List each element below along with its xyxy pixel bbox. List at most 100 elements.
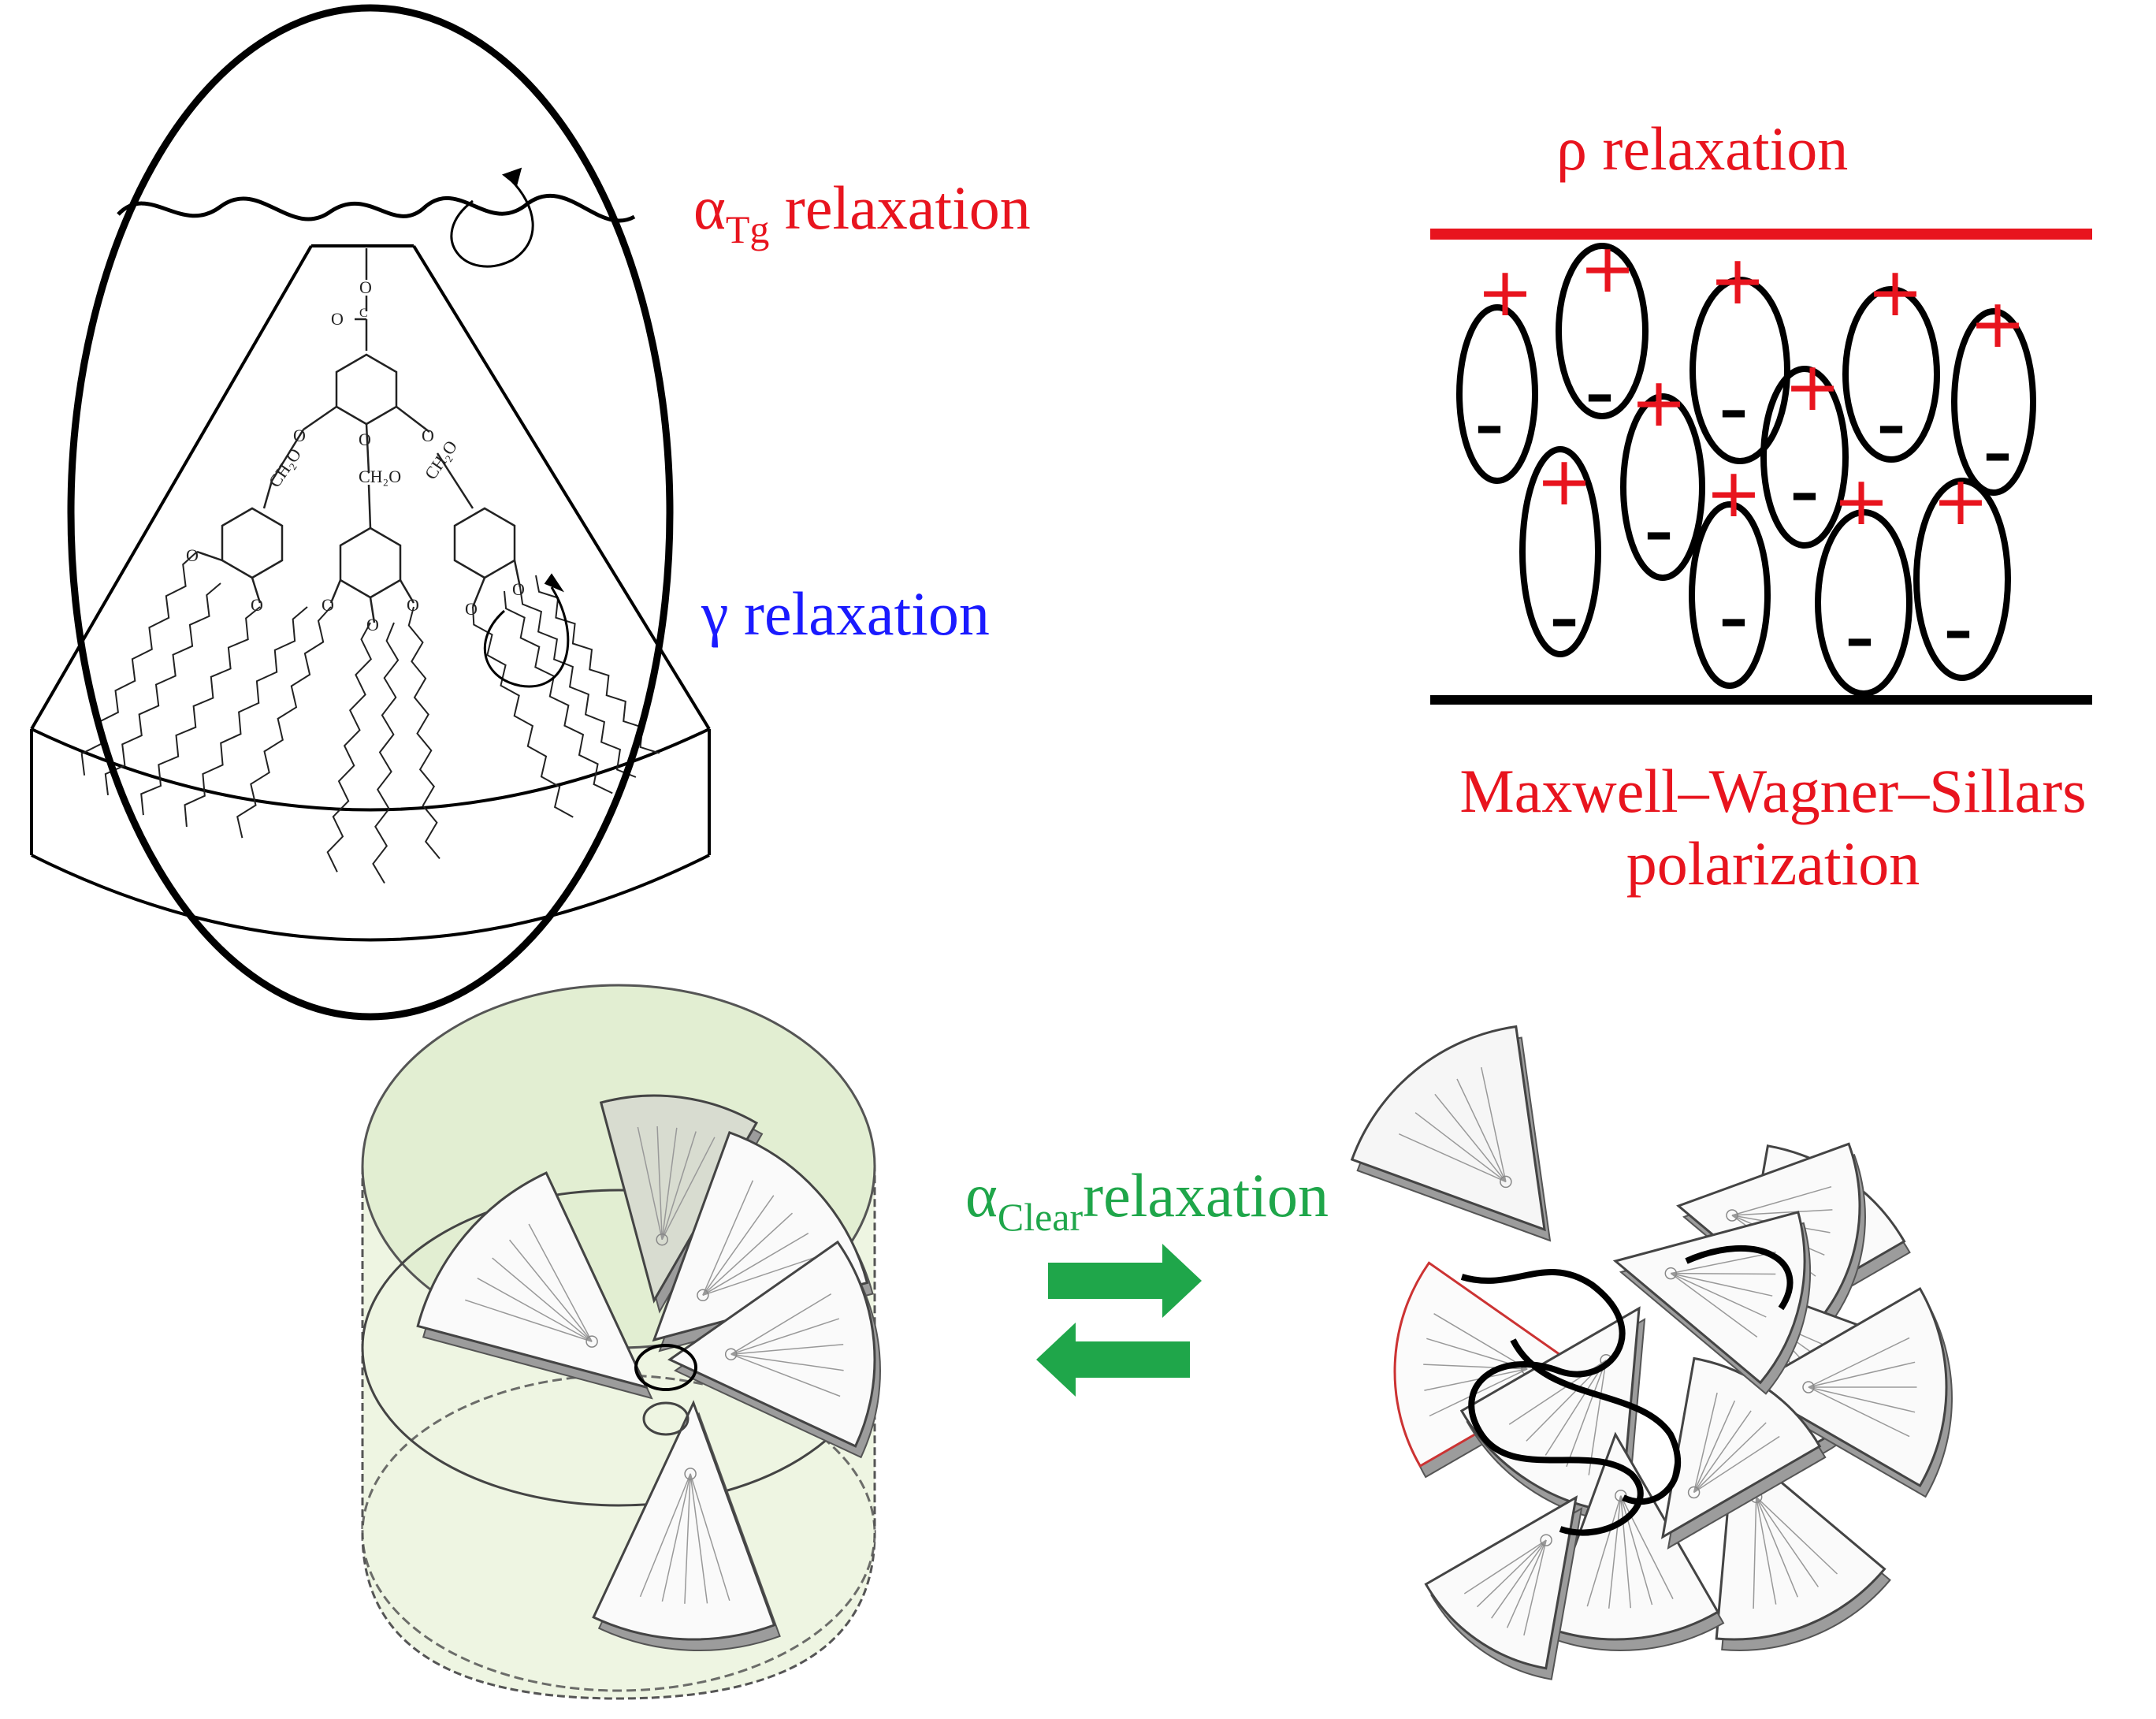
wedge-chain xyxy=(730,1353,841,1397)
dipole-ellipse xyxy=(1519,446,1601,657)
wedge-face xyxy=(592,1400,776,1641)
wedge-chain xyxy=(702,1212,794,1296)
wedge-face xyxy=(667,1240,876,1448)
dipole: +– xyxy=(1815,462,1913,697)
core-ring-lower xyxy=(642,1401,690,1436)
dendron-wedge xyxy=(1350,1025,1552,1242)
disk-top-outline xyxy=(31,727,710,812)
wedge-chain xyxy=(1545,1360,1607,1456)
column-cylinder-panel xyxy=(361,984,881,1700)
positive-charge: + xyxy=(1969,285,2026,363)
atom-label: O xyxy=(186,545,199,565)
wedge-chain xyxy=(1608,1495,1622,1609)
wedge-chain xyxy=(702,1195,775,1296)
mws-panel: +–+–+–+–+–+–+–+–+–+–+– xyxy=(1430,229,2092,705)
dendron-wedge xyxy=(1424,1495,1583,1680)
wedge-chain xyxy=(1808,1386,1916,1413)
wedge-chain xyxy=(1456,1078,1507,1182)
wedge-chain xyxy=(1620,1495,1632,1609)
wedge-chain xyxy=(1693,1410,1752,1493)
disordered-wedges xyxy=(1350,1025,1953,1680)
wedge-chain xyxy=(1808,1386,1910,1438)
left-ring xyxy=(221,507,284,579)
wedge-chain xyxy=(690,1473,730,1602)
wedge-face xyxy=(416,1171,649,1390)
wedge-chain xyxy=(702,1180,754,1296)
wedge-chain xyxy=(656,1126,663,1240)
dendron-wedge xyxy=(1544,1431,1725,1651)
gamma-relaxation-label: γ relaxation xyxy=(701,579,990,648)
wedge-chain xyxy=(465,1299,593,1342)
wedge-chain xyxy=(661,1127,678,1240)
core-ring xyxy=(634,1344,697,1391)
negative-charge: – xyxy=(1719,377,1748,443)
positive-charge: + xyxy=(1705,454,1762,533)
wedge-chain xyxy=(637,1126,663,1240)
middle-ring xyxy=(339,526,402,599)
wedge-chain xyxy=(639,1473,691,1598)
wedge-chain xyxy=(1424,1368,1528,1391)
polymer-backbone xyxy=(117,193,636,223)
dipole: +– xyxy=(1519,442,1601,657)
wedge-chain xyxy=(1434,1093,1507,1182)
negative-charge: – xyxy=(1585,361,1614,427)
wedge-chain xyxy=(1491,1539,1547,1619)
right-ring xyxy=(453,507,516,579)
alpha-rotation-arrow xyxy=(450,178,534,268)
dipole: +– xyxy=(1842,253,1940,463)
atom-label: O xyxy=(331,309,344,329)
alpha-tg-label: αTg relaxation xyxy=(693,177,1031,251)
wedge-core xyxy=(585,1335,598,1348)
rho-relaxation-label: ρ relaxation xyxy=(1556,114,1849,183)
dendron-wedge xyxy=(416,1171,653,1400)
dipole-ellipse xyxy=(1456,304,1538,484)
atom-label-c: C xyxy=(359,307,368,320)
central-ring xyxy=(335,353,398,426)
wedge-core xyxy=(1687,1486,1701,1499)
wedge-chain xyxy=(1506,1539,1547,1628)
dipole-ellipse xyxy=(1556,243,1649,419)
wedge-chain xyxy=(1414,1112,1507,1182)
wedge-chain xyxy=(528,1223,593,1342)
alkyl-chain xyxy=(504,590,613,794)
positive-charge: + xyxy=(1477,253,1533,332)
dendron-wedge xyxy=(667,1240,881,1459)
wedge-face xyxy=(1612,1211,1806,1385)
atom-label: O xyxy=(366,615,379,634)
alpha-arrow-head xyxy=(501,167,522,187)
wedge-chain xyxy=(1731,1185,1832,1216)
atom-label: O xyxy=(407,595,419,615)
wedge-core xyxy=(1726,1209,1738,1222)
positive-charge: + xyxy=(1709,241,1766,320)
wedge-chain xyxy=(492,1257,593,1342)
wedge-chain xyxy=(1808,1337,1910,1388)
negative-charge: – xyxy=(1475,393,1504,459)
isotropic-panel xyxy=(1350,1025,1953,1680)
positive-charge: + xyxy=(1784,348,1841,426)
wedge-chain xyxy=(1476,1539,1547,1608)
wedge-face xyxy=(1350,1025,1546,1232)
dipole-ellipse xyxy=(1913,478,2011,681)
alpha-symbol: α xyxy=(965,1161,998,1230)
atom-label: O xyxy=(359,430,371,449)
alpha-subscript: Tg xyxy=(725,207,770,251)
wedge-chain xyxy=(1693,1400,1736,1493)
alkyl-chain xyxy=(472,606,574,818)
alkyl-chain xyxy=(519,586,637,778)
wedge-chain xyxy=(661,1137,716,1241)
wedge-chain xyxy=(730,1343,844,1355)
wedge-chain xyxy=(684,1473,691,1604)
dipole-ellipse xyxy=(1620,393,1705,581)
wedge-chain xyxy=(1620,1495,1653,1606)
wedge-chain xyxy=(1756,1497,1798,1598)
wedge-chain xyxy=(1756,1496,1838,1575)
atom-label: O xyxy=(322,595,334,615)
dipole: +– xyxy=(1913,462,2011,681)
dipole-ellipse xyxy=(1815,509,1913,697)
wedge-chain xyxy=(1671,1251,1776,1274)
positive-charge: + xyxy=(1833,462,1890,541)
wedge-chain xyxy=(1463,1539,1547,1594)
negative-charge: – xyxy=(1790,460,1819,526)
dipole-ellipse xyxy=(1689,277,1790,464)
dendron-wedge xyxy=(1612,1211,1811,1395)
